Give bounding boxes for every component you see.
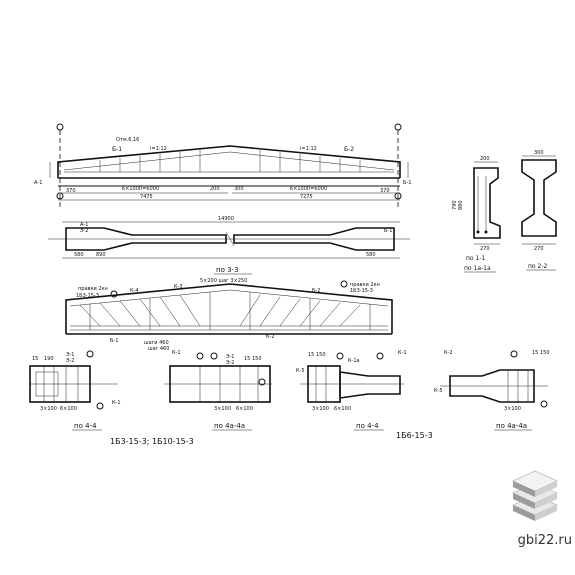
- section-dim-bottom-1: 270: [480, 246, 490, 252]
- caption-left: 1Б3-15-3; 1Б10-15-3: [110, 437, 194, 446]
- elevation-stirrups: [99, 150, 361, 172]
- elevation-slope-right: i=1:12: [300, 146, 317, 152]
- detail-2-mark-b: Э-1: [226, 354, 234, 360]
- detail-2-dim-a: 15: [244, 356, 250, 362]
- plan-dim-3: 580: [366, 252, 376, 258]
- detail-4-label: по 4а-4а: [496, 422, 527, 430]
- detail-2: К-1 Э-1 Э-2 15 150 3×100 6×100 по 4а-4а: [164, 350, 272, 431]
- detail-2-dim-c: 3×100: [214, 406, 231, 412]
- rebar-top-note: 5×200 шаг 3×250: [200, 278, 247, 284]
- rebar-left-note: правки 2кн: [78, 286, 108, 292]
- cross-sections: 200 790 880 270 300 270 по 1-1 по 1а-1а …: [452, 150, 557, 273]
- elevation-slope-left: i=1:12: [150, 146, 167, 152]
- detail-1-label: по 4-4: [74, 422, 97, 430]
- detail-4-dim-a: 15: [532, 350, 538, 356]
- caption-right: 1Б6-15-3: [396, 431, 433, 440]
- detail-2-dim-b: 150: [252, 356, 262, 362]
- section-dim-height-1: 790: [452, 200, 458, 210]
- rebar-mark-k2: К-2: [266, 334, 275, 340]
- reinforcement-diagonals: [79, 292, 371, 330]
- rebar-mark-k3: К-3: [174, 284, 183, 290]
- detail-1: 15 190 3×100 6×100 Э-1 Э-2 К-1 по 4-4: [29, 350, 121, 431]
- rebar-bottom-note: шаги 460: [144, 340, 169, 346]
- rebar-right-note: правки 2кн: [350, 282, 380, 288]
- detail-3-mark-c: К-1: [398, 350, 407, 356]
- reinforcement-view: правки 2кн 1Б3-15-3 5×200 шаг 3×250 прав…: [65, 278, 393, 352]
- site-name[interactable]: gbi22.ru: [517, 533, 572, 548]
- plan-tag-e2: Э-2: [80, 228, 88, 234]
- detail-3-dim-b: 150: [316, 352, 326, 358]
- rebar-spacing: шаг 460: [148, 346, 169, 352]
- detail-1-dim-a: 15: [32, 356, 38, 362]
- rebar-mark-k4: К-4: [130, 288, 139, 294]
- section-dim-height-2: 880: [458, 200, 464, 210]
- brand-logo: [495, 467, 575, 575]
- section-dim-bottom-2: 270: [534, 246, 544, 252]
- plan-dim-1: 580: [74, 252, 84, 258]
- main-section-label: по 3-3: [216, 266, 239, 274]
- detail-1-dim-c: 3×100: [40, 406, 57, 412]
- section-label-1a-1a: по 1а-1а: [464, 265, 491, 272]
- detail-2-mark-a: К-1: [172, 350, 181, 356]
- section-label-2-2: по 2-2: [528, 263, 547, 270]
- rebar-mark-b1: Б-1: [110, 338, 118, 344]
- detail-1-mark-a: Э-1: [66, 352, 74, 358]
- elevation-mark-b1: Б-1: [112, 146, 122, 153]
- elevation-mid-b: 300: [234, 186, 244, 192]
- detail-1-dim-d: 6×100: [60, 406, 77, 412]
- elevation-span-left: 6×1000=6000: [122, 186, 159, 192]
- elevation-mid-a: 200: [210, 186, 220, 192]
- elevation-mark-top: Отм.6.16: [116, 137, 139, 143]
- detail-2-label: по 4а-4а: [214, 422, 245, 430]
- elevation-end-left: 370: [66, 188, 76, 194]
- detail-3-label: по 4-4: [356, 422, 379, 430]
- beam-elevation: Отм.6.16 Б-1 Б-2 i=1:12 i=1:12 А-1 Б-1 3…: [34, 123, 411, 210]
- section-dim-top-2: 300: [534, 150, 544, 156]
- detail-2-dim-d: 6×100: [236, 406, 253, 412]
- detail-3-dim-d: 6×100: [334, 406, 351, 412]
- detail-4: К-2 15 150 К-5 3×100 по 4а-4а: [434, 350, 550, 431]
- detail-4-dim-c: 3×100: [504, 406, 521, 412]
- detail-1-mark-b: Э-2: [66, 358, 74, 364]
- stacked-slabs-icon: [512, 470, 558, 521]
- elevation-mark-right: Б-1: [403, 180, 411, 186]
- plan-tag-a1: А-1: [80, 222, 88, 228]
- section-dim-top-1: 200: [480, 156, 490, 162]
- beam-plan: 14900 580 890 580 А-1 Э-2 Б-1 по 3-3: [48, 216, 410, 275]
- elevation-mark-b2: Б-2: [344, 146, 354, 153]
- elevation-span-right: 6×1000=6000: [290, 186, 327, 192]
- elevation-mark-a1: А-1: [34, 180, 42, 186]
- elevation-end-right: 370: [380, 188, 390, 194]
- rebar-right-mark: 1Б3-15-3: [350, 288, 373, 294]
- detail-2-mark-c: Э-2: [226, 360, 234, 366]
- elevation-half-left: 7475: [140, 194, 153, 200]
- plan-dim-2: 890: [96, 252, 106, 258]
- detail-3-mark-b: К-1а: [348, 358, 360, 364]
- detail-1-mark-c: К-1: [112, 400, 121, 406]
- rebar-left-mark: 1Б3-15-3: [76, 293, 99, 299]
- detail-4-dim-b: 150: [540, 350, 550, 356]
- plan-total-length: 14900: [218, 216, 234, 222]
- detail-3-dim-c: 3×100: [312, 406, 329, 412]
- rebar-mark-b2: Б-2: [312, 288, 320, 294]
- detail-3: 15 150 К-5 К-1а К-1 3×100 6×100 по 4-4: [296, 350, 407, 431]
- section-label-1-1: по 1-1: [466, 255, 485, 262]
- detail-4-mark-a: К-2: [444, 350, 453, 356]
- detail-1-dim-b: 190: [44, 356, 54, 362]
- detail-3-mark-a: К-5: [296, 368, 305, 374]
- elevation-half-right: 7275: [300, 194, 313, 200]
- detail-3-dim-a: 15: [308, 352, 314, 358]
- detail-4-mark-b: К-5: [434, 388, 443, 394]
- plan-tag-b1: Б-1: [384, 228, 392, 234]
